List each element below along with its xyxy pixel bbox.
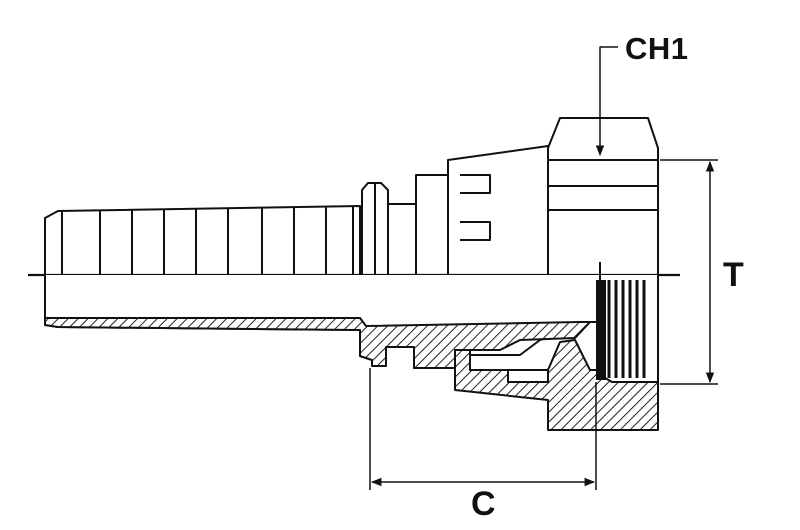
- groove-and-shoulder: [387, 174, 449, 276]
- swivel-body: [447, 145, 549, 275]
- hex-nut: [547, 117, 659, 275]
- label-t: T: [723, 256, 744, 294]
- ch1-leader: [595, 46, 618, 157]
- label-ch1: CH1: [625, 31, 689, 66]
- section-cut: [44, 275, 659, 431]
- collar-ring: [361, 182, 389, 275]
- label-c: C: [471, 485, 496, 523]
- thread-shading: [596, 280, 606, 380]
- internal-thread: [601, 280, 646, 378]
- dimension-c: [369, 368, 597, 490]
- dimension-t: [660, 159, 718, 385]
- hose-tail-exterior: [44, 205, 361, 275]
